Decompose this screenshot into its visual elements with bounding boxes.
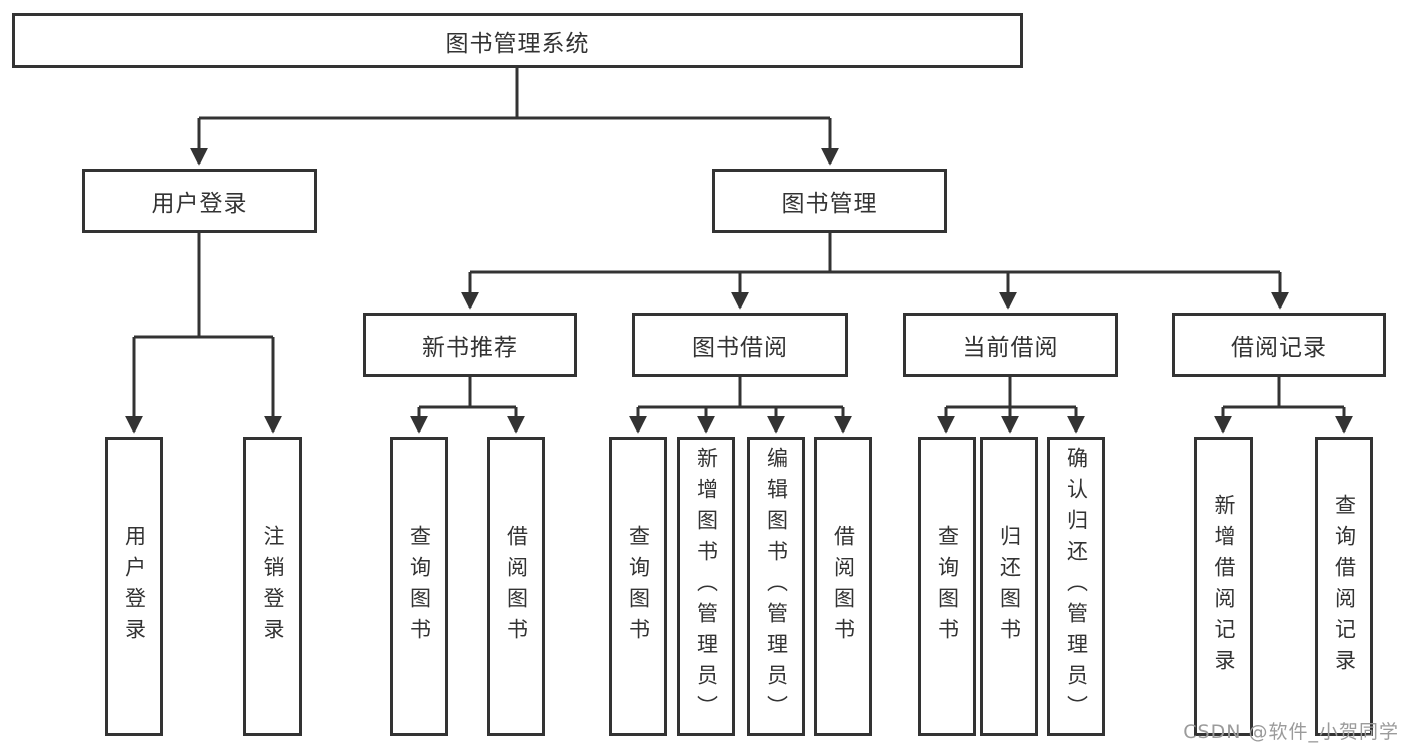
node-label: 新增借阅记录 [1212,493,1236,680]
node-new-book-recommendation: 新书推荐 [363,313,577,377]
leaf-borrow-books-recommend: 借阅图书 [487,437,545,736]
node-label: 图书管理 [781,191,878,217]
node-label: 归还图书 [997,524,1022,649]
node-label: 查询图书 [626,524,651,649]
node-label: 图书借阅 [692,335,788,361]
leaf-query-books-borrowing: 查询图书 [609,437,667,736]
csdn-watermark: CSDN @软件_小贺同学 [1183,721,1399,743]
leaf-add-books-admin: 新增图书（管理员） [677,437,735,736]
node-label: 新书推荐 [422,335,518,361]
leaf-confirm-return-admin: 确认归还（管理员） [1047,437,1105,736]
leaf-return-books: 归还图书 [980,437,1038,736]
node-label: 当前借阅 [962,335,1059,361]
node-label: 确认归还（管理员） [1064,447,1089,726]
node-label: 借阅记录 [1231,335,1327,361]
node-label: 查询借阅记录 [1332,493,1357,680]
leaf-edit-books-admin: 编辑图书（管理员） [747,437,805,736]
leaf-add-borrow-record: 新增借阅记录 [1194,437,1253,736]
node-label: 查询图书 [935,524,960,649]
leaf-query-books-current: 查询图书 [918,437,976,736]
leaf-logout: 注销登录 [243,437,302,736]
node-label: 用户登录 [122,524,147,649]
node-label: 查询图书 [407,524,432,649]
node-book-management: 图书管理 [712,169,947,233]
node-label: 编辑图书（管理员） [764,447,789,726]
leaf-user-login: 用户登录 [105,437,163,736]
node-current-borrowing: 当前借阅 [903,313,1118,377]
node-user-login-branch: 用户登录 [82,169,317,233]
node-book-borrowing: 图书借阅 [632,313,848,377]
node-label: 用户登录 [151,191,248,217]
node-label: 借阅图书 [831,524,856,649]
node-borrowing-records: 借阅记录 [1172,313,1386,377]
node-label: 注销登录 [261,524,285,649]
node-label: 新增图书（管理员） [694,447,719,726]
node-library-management-system: 图书管理系统 [12,13,1023,68]
leaf-query-books-recommend: 查询图书 [390,437,448,736]
node-label: 图书管理系统 [445,30,590,57]
leaf-borrow-books: 借阅图书 [814,437,872,736]
node-label: 借阅图书 [504,524,529,649]
leaf-query-borrow-record: 查询借阅记录 [1315,437,1373,736]
